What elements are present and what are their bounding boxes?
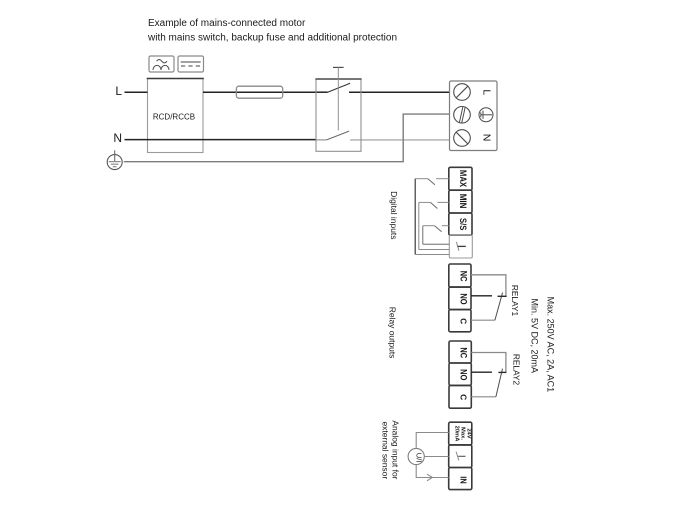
svg-text:C: C [459,394,469,400]
svg-text:NC: NC [459,347,469,358]
svg-text:Max. 250V AC, 2A, AC1: Max. 250V AC, 2A, AC1 [545,297,555,393]
svg-text:20mA: 20mA [453,426,459,443]
svg-text:N: N [113,131,122,145]
svg-text:L: L [115,84,122,98]
svg-text:NO: NO [459,369,469,380]
svg-text:Analog input for: Analog input for [391,420,401,479]
svg-text:N: N [480,134,492,142]
svg-text:U/I: U/I [415,453,424,463]
svg-text:external sensor: external sensor [380,421,390,479]
svg-text:MIN: MIN [458,194,469,209]
svg-text:MAX: MAX [458,170,469,188]
svg-text:Min. 5V DC, 20mA: Min. 5V DC, 20mA [530,299,540,374]
svg-text:24V: 24V [466,428,472,438]
svg-text:Relay outputs: Relay outputs [388,307,398,359]
svg-text:with mains switch, backup fuse: with mains switch, backup fuse and addit… [147,33,397,44]
svg-text:NC: NC [458,271,468,282]
svg-text:S/S: S/S [458,218,469,230]
svg-text:RELAY2: RELAY2 [512,354,522,386]
svg-text:IN: IN [459,476,469,483]
svg-text:NO: NO [458,293,468,304]
svg-text:Example of mains-connected mot: Example of mains-connected motor [148,18,306,29]
svg-text:L: L [481,89,493,95]
svg-text:C: C [458,318,468,324]
svg-text:RCD/RCCB: RCD/RCCB [153,112,195,122]
svg-text:Max.: Max. [460,427,466,440]
svg-text:RELAY1: RELAY1 [510,285,520,317]
svg-text:Digital inputs: Digital inputs [389,191,399,239]
